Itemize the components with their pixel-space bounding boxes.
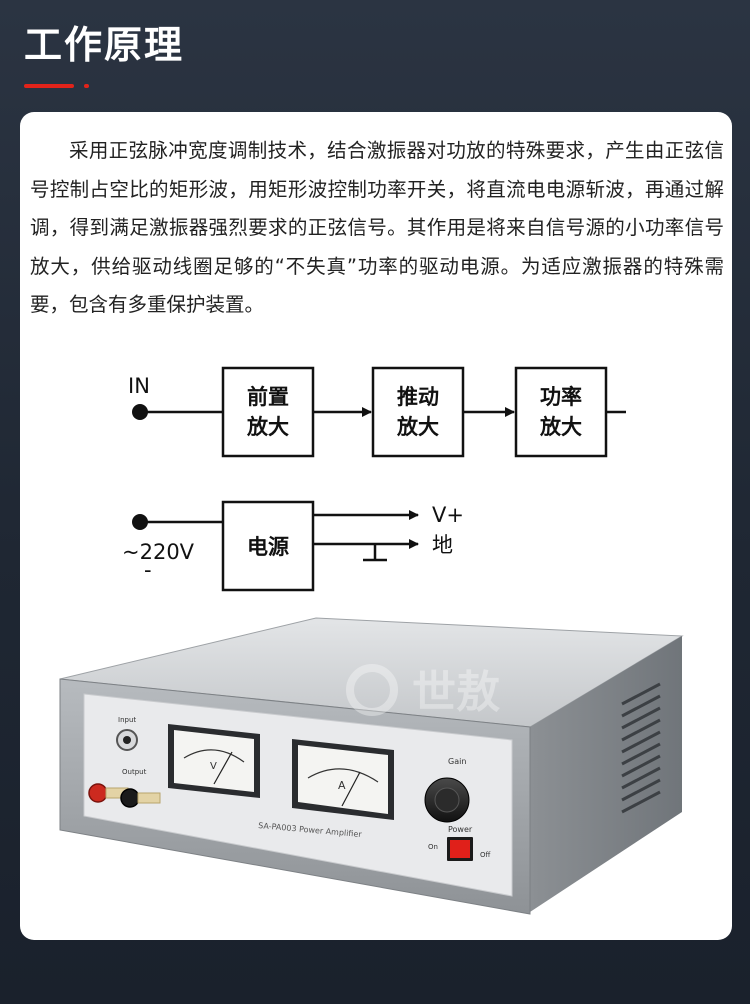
preamp-block [221,366,315,458]
power-amp-label-2: 放大 [539,415,582,439]
preamp-label-1: 前置 [247,385,289,409]
preamp-label-2: 放大 [246,415,289,439]
intro-paragraph: 采用正弦脉冲宽度调制技术，结合激振器对功放的特殊要求，产生由正弦信号控制占空比的… [30,139,724,316]
output-jack-label: Output [122,768,147,776]
watermark-logo: 世敖 [346,664,500,718]
ammeter-unit: A [338,779,346,792]
psu-block [221,500,315,592]
vplus-label: V+ [432,503,464,527]
on-label: On [428,843,438,851]
title-accent-dot [84,84,89,88]
output-black-post[interactable] [120,788,140,808]
gain-knob-cap [434,787,460,813]
power-label: Power [448,825,473,834]
content-card: 采用正弦脉冲宽度调制技术，结合激振器对功放的特殊要求，产生由正弦信号控制占空比的… [20,112,732,940]
voltmeter-unit: V [210,761,217,772]
output-red-post[interactable] [88,783,108,803]
input-jack-label: Input [118,716,136,724]
watermark-text: 世敖 [412,667,500,718]
off-label: Off [480,851,491,859]
ground-label: 地 [432,533,453,557]
gain-label: Gain [448,757,466,766]
mains-sub-label: - [144,558,152,582]
driver-block [371,366,465,458]
power-amp-label-1: 功率 [540,385,582,409]
page-title: 工作原理 [24,23,185,67]
amplifier-photo: 世敖 Input Output V A SA-PA003 Power [59,617,684,915]
output-black-post-body [137,792,161,804]
block-diagram: IN 前置 放大 推动 放大 功率 放大 ~220V - 电源 V+ 地 [122,366,626,592]
psu-label: 电源 [247,535,289,559]
input-bnc-pin [123,736,131,744]
vent-slots [621,682,661,814]
mains-label: ~220V [122,540,195,564]
input-label: IN [128,374,150,398]
ammeter: A [292,739,394,820]
driver-label-2: 放大 [396,415,439,439]
driver-label-1: 推动 [397,385,439,409]
power-switch-rocker [450,840,470,858]
voltmeter: V [168,724,260,798]
title-accent-bar [24,84,74,88]
